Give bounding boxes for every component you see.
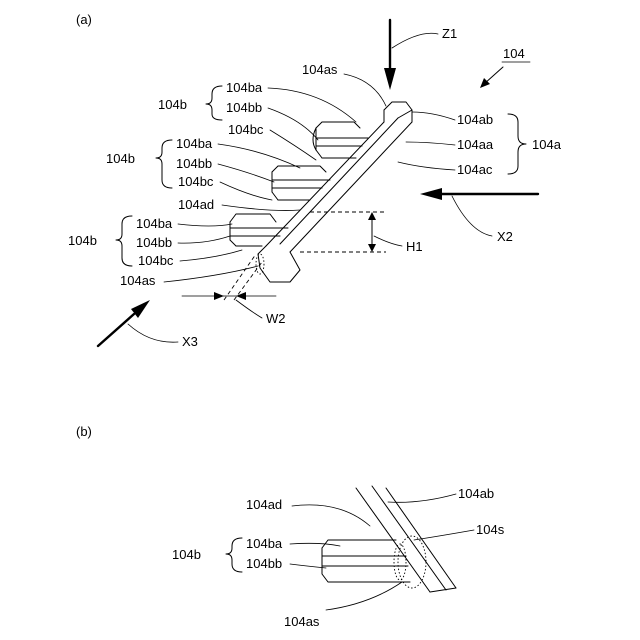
leader-b-104ba bbox=[290, 543, 340, 546]
label-104ac: 104ac bbox=[457, 162, 493, 177]
leader-104bc-2 bbox=[220, 182, 272, 200]
label-104ba-1: 104ba bbox=[226, 80, 263, 95]
label-h1: H1 bbox=[406, 239, 423, 254]
label-z1: Z1 bbox=[442, 26, 457, 41]
leader-x3 bbox=[128, 324, 178, 342]
label-104b-3: 104b bbox=[68, 233, 97, 248]
bracket-104b-3 bbox=[116, 216, 132, 266]
label-b-104s: 104s bbox=[476, 522, 505, 537]
arrow-x3 bbox=[98, 300, 150, 346]
branch-104b-lower bbox=[230, 214, 288, 246]
label-104bb-3: 104bb bbox=[136, 235, 172, 250]
leader-104ab bbox=[412, 112, 455, 120]
label-b-104ba: 104ba bbox=[246, 536, 283, 551]
label-104b-1: 104b bbox=[158, 97, 187, 112]
label-104ab: 104ab bbox=[457, 112, 493, 127]
leader-104as-bottom bbox=[164, 266, 258, 282]
leader-104bb-1 bbox=[268, 108, 318, 140]
leader-104bc-3 bbox=[180, 250, 242, 261]
member-104a bbox=[256, 102, 412, 282]
label-104as-top: 104as bbox=[302, 62, 338, 77]
panel-a: (a) 104 Z1 X2 X3 bbox=[68, 12, 562, 349]
leader-104ba-2 bbox=[218, 144, 300, 168]
arrow-x2 bbox=[420, 188, 538, 200]
branch-104b-detail bbox=[322, 540, 410, 582]
branch-104b-upper bbox=[313, 122, 368, 158]
bracket-104b-2 bbox=[156, 140, 172, 188]
label-x2: X2 bbox=[497, 229, 513, 244]
label-104: 104 bbox=[503, 46, 525, 61]
leader-z1 bbox=[392, 33, 438, 48]
leader-b-104s bbox=[414, 530, 474, 540]
dimension-h1 bbox=[300, 212, 402, 252]
label-104bb-1: 104bb bbox=[226, 100, 262, 115]
bracket-104a bbox=[508, 114, 526, 174]
branch-104b-middle bbox=[272, 166, 330, 200]
label-104as-bottom: 104as bbox=[120, 273, 156, 288]
leader-104bc-1 bbox=[270, 130, 316, 160]
bracket-104b-1 bbox=[206, 86, 222, 120]
leader-104ad bbox=[222, 205, 300, 210]
label-x3: X3 bbox=[182, 334, 198, 349]
leader-104bb-2 bbox=[218, 164, 274, 182]
arrow-z1 bbox=[384, 20, 396, 90]
leader-b-104ad bbox=[292, 505, 370, 526]
label-104aa: 104aa bbox=[457, 137, 494, 152]
leader-b-104ab bbox=[388, 494, 456, 502]
label-104bb-2: 104bb bbox=[176, 156, 212, 171]
bracket-b-104b bbox=[226, 538, 242, 572]
label-104a: 104a bbox=[532, 137, 562, 152]
label-b-104ab: 104ab bbox=[458, 486, 494, 501]
panel-a-caption: (a) bbox=[76, 12, 92, 27]
leader-b-104as bbox=[326, 582, 402, 610]
leader-104ba-1 bbox=[268, 88, 356, 122]
leader-104ba-3 bbox=[178, 224, 232, 226]
leader-104aa bbox=[406, 142, 455, 145]
label-b-104b: 104b bbox=[172, 547, 201, 562]
leader-104ac bbox=[398, 162, 455, 170]
label-w2: W2 bbox=[266, 311, 286, 326]
leader-x2 bbox=[452, 196, 492, 236]
label-b-104bb: 104bb bbox=[246, 556, 282, 571]
dimension-w2 bbox=[182, 254, 276, 318]
label-b-104as: 104as bbox=[284, 614, 320, 629]
leader-104as-top bbox=[344, 74, 386, 106]
label-104b-2: 104b bbox=[106, 151, 135, 166]
label-104ba-3: 104ba bbox=[136, 216, 173, 231]
panel-b-caption: (b) bbox=[76, 424, 92, 439]
label-104bc-1: 104bc bbox=[228, 122, 264, 137]
leader-b-104bb bbox=[290, 564, 326, 568]
label-104ad: 104ad bbox=[178, 197, 214, 212]
label-b-104ad: 104ad bbox=[246, 497, 282, 512]
label-104bc-2: 104bc bbox=[178, 174, 214, 189]
panel-b: (b) 104ad 104ab 104s 104ba 104bb 104b bbox=[76, 424, 505, 629]
leader-104bb-3 bbox=[178, 236, 230, 243]
label-104ba-2: 104ba bbox=[176, 136, 213, 151]
label-104bc-3: 104bc bbox=[138, 253, 174, 268]
